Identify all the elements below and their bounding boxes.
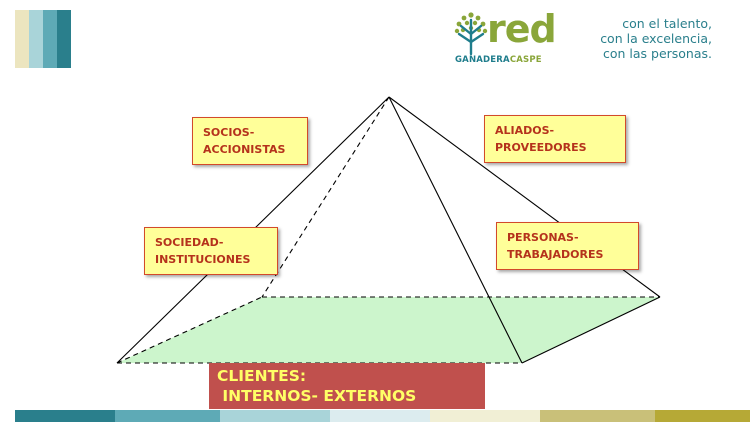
corner-bar-2 [29,10,43,68]
label-aliados-line-2: PROVEEDORES [495,141,587,154]
label-sociedad-line-2: INSTITUCIONES [155,253,251,266]
slogan: con el talento, con la excelencia, con l… [600,16,712,61]
clientes-line-1: CLIENTES: [217,367,307,385]
stripe-segment-1 [15,410,115,422]
slogan-line-1: con el talento, [622,16,712,31]
stripe-segment-3 [220,410,330,422]
label-personas-line-1: PERSONAS- [507,231,579,244]
pyramid-edge-back [261,96,390,298]
slogan-line-3: con las personas. [602,46,712,61]
stripe-segment-2 [115,410,220,422]
label-socios-line-2: ACCIONISTAS [203,143,286,156]
label-sociedad-line-1: SOCIEDAD- [155,236,224,249]
label-aliados-line-1: ALIADOS- [495,124,555,137]
logo-subtitle-prefix: GANADERA [455,55,510,65]
label-aliados-proveedores: ALIADOS- PROVEEDORES [484,115,626,163]
clientes-box: CLIENTES: INTERNOS- EXTERNOS [209,363,485,409]
slogan-line-2: con la excelencia, [600,31,712,46]
pyramid-edge-front [388,96,523,364]
corner-bar-1 [15,10,29,68]
corner-bar-4 [57,10,71,68]
corner-bar-3 [43,10,57,68]
stripe-segment-6 [540,410,655,422]
label-socios-accionistas: SOCIOS- ACCIONISTAS [192,117,308,165]
corner-color-bars [15,10,71,68]
label-sociedad-instituciones: SOCIEDAD- INSTITUCIONES [144,227,278,275]
tree-icon [454,12,488,56]
logo-subtitle-suffix: CASPE [509,55,542,65]
bottom-color-stripe [15,410,750,422]
label-personas-line-2: TRABAJADORES [507,248,604,261]
company-logo: red GANADERACASPE [453,7,573,72]
stripe-segment-4 [330,410,430,422]
label-socios-line-1: SOCIOS- [203,126,255,139]
base-edge-right [521,296,661,364]
stripe-segment-5 [430,410,540,422]
logo-subtitle: GANADERACASPE [455,55,542,65]
pyramid-base [117,297,660,363]
clientes-line-2: INTERNOS- EXTERNOS [217,387,417,405]
stripe-segment-7 [655,410,750,422]
logo-wordmark: red [487,7,557,51]
label-personas-trabajadores: PERSONAS- TRABAJADORES [496,222,639,270]
